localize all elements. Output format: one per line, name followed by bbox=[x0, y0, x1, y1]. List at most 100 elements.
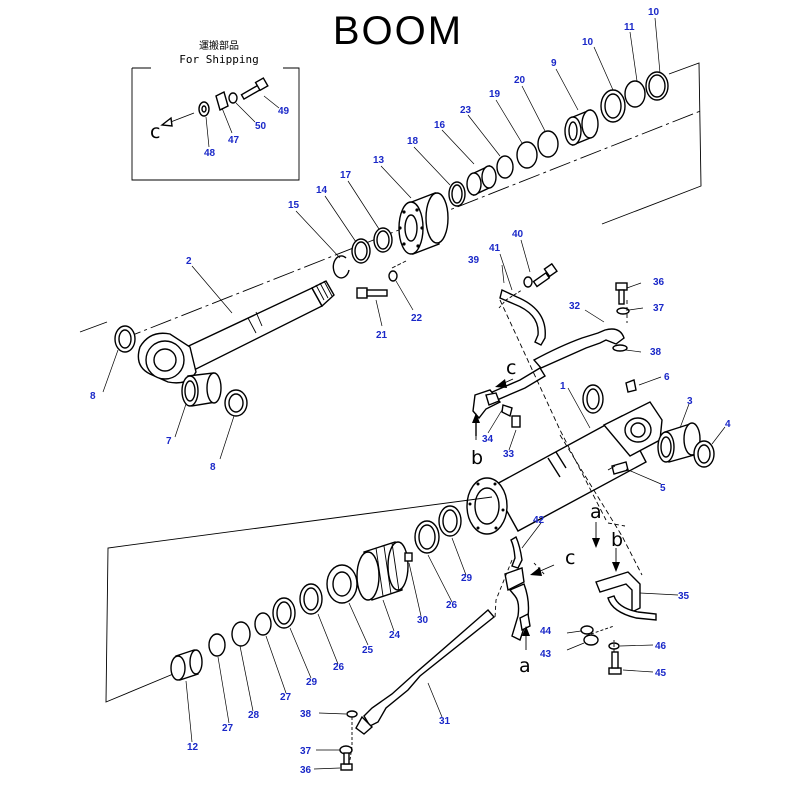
callout-7: 7 bbox=[166, 436, 172, 447]
rod-eye bbox=[137, 332, 197, 384]
washer-44 bbox=[580, 625, 594, 635]
nut-25 bbox=[326, 564, 358, 604]
ring-19 bbox=[516, 141, 538, 169]
head-bolt-21 bbox=[356, 287, 388, 299]
callout-37-lower: 37 bbox=[300, 746, 312, 757]
callout-19: 19 bbox=[489, 89, 501, 100]
ring-28 bbox=[231, 621, 251, 647]
callout-27a: 27 bbox=[280, 692, 292, 703]
inset-label-jp: 運搬部品 bbox=[199, 39, 239, 52]
callout-8b: 8 bbox=[210, 462, 216, 473]
callout-26a: 26 bbox=[446, 600, 458, 611]
callout-3: 3 bbox=[687, 396, 693, 407]
callout-36-upper: 36 bbox=[653, 277, 665, 288]
callout-38-lower: 38 bbox=[300, 709, 312, 720]
callout-38-upper: 38 bbox=[650, 347, 662, 358]
callout-24: 24 bbox=[389, 630, 401, 641]
bolt-33 bbox=[511, 415, 521, 428]
clamp-39 bbox=[499, 289, 546, 346]
ring-20 bbox=[537, 130, 559, 158]
nut-43 bbox=[583, 634, 599, 646]
callout-2: 2 bbox=[186, 256, 192, 267]
callout-11: 11 bbox=[624, 22, 635, 33]
callout-10b: 10 bbox=[582, 37, 594, 48]
lower-clamp-35 bbox=[595, 571, 657, 621]
callout-41: 41 bbox=[489, 243, 501, 254]
callout-25: 25 bbox=[362, 645, 374, 656]
inset-frame bbox=[131, 67, 300, 181]
o-ring-38-lower bbox=[346, 710, 358, 718]
inset-callout-50: 50 bbox=[255, 121, 267, 132]
bushing-9 bbox=[564, 108, 599, 147]
callout-18: 18 bbox=[407, 136, 419, 147]
callout-34: 34 bbox=[482, 434, 494, 445]
callout-1: 1 bbox=[560, 381, 566, 392]
set-screw-30 bbox=[404, 552, 413, 562]
bolt-36-upper bbox=[615, 282, 628, 305]
callout-29a: 29 bbox=[461, 573, 473, 584]
callout-26b: 26 bbox=[333, 662, 345, 673]
inset-washer bbox=[228, 92, 238, 104]
inset-ref-c: c bbox=[150, 121, 160, 143]
bolt-36-lower bbox=[340, 752, 353, 771]
callout-39: 39 bbox=[468, 255, 480, 266]
hose-32 bbox=[532, 328, 625, 369]
washer-41 bbox=[523, 276, 533, 288]
ref-letter-b-right: b bbox=[611, 529, 623, 551]
inset-bolt bbox=[240, 77, 269, 101]
callout-23: 23 bbox=[460, 105, 472, 116]
ref-letter-c-upper: c bbox=[506, 357, 516, 379]
ref-letter-a-lower: a bbox=[519, 655, 531, 677]
callout-36-lower: 36 bbox=[300, 765, 312, 776]
hose-c-arrow bbox=[488, 367, 546, 401]
callout-28: 28 bbox=[248, 710, 260, 721]
inset-callout-47: 47 bbox=[228, 135, 240, 146]
callout-35: 35 bbox=[678, 591, 690, 602]
callout-16: 16 bbox=[434, 120, 446, 131]
callout-37-upper: 37 bbox=[653, 303, 665, 314]
callout-6: 6 bbox=[664, 372, 670, 383]
inset-callout-49: 49 bbox=[278, 106, 290, 117]
callout-31: 31 bbox=[439, 716, 451, 727]
piston-rod-2 bbox=[137, 280, 335, 384]
shipping-inset: 運搬部品 For Shipping c 49 50 47 48 bbox=[131, 39, 300, 181]
upper-centerline bbox=[79, 62, 702, 333]
ref-letter-c-lower: c bbox=[565, 547, 575, 569]
callout-45: 45 bbox=[655, 668, 667, 679]
callout-9: 9 bbox=[551, 58, 557, 69]
callout-12: 12 bbox=[187, 742, 199, 753]
o-ring-38-upper bbox=[612, 344, 628, 352]
callout-4: 4 bbox=[725, 419, 731, 430]
ring-27a bbox=[254, 612, 272, 636]
bushing-16 bbox=[466, 164, 497, 197]
callout-14: 14 bbox=[316, 185, 328, 196]
callout-15: 15 bbox=[288, 200, 300, 211]
ring-23 bbox=[496, 155, 514, 179]
leader-lines bbox=[102, 17, 726, 770]
callout-13: 13 bbox=[373, 155, 385, 166]
cylinder-tube-1 bbox=[466, 401, 663, 535]
callout-42: 42 bbox=[533, 515, 545, 526]
ref-letter-b-left: b bbox=[471, 447, 483, 469]
inset-callout-48: 48 bbox=[204, 148, 216, 159]
grease-fitting-6 bbox=[625, 379, 637, 393]
snap-ring-15 bbox=[332, 255, 350, 279]
callout-21: 21 bbox=[376, 330, 388, 341]
callout-46: 46 bbox=[655, 641, 667, 652]
cushion-12 bbox=[170, 649, 203, 681]
washer-22 bbox=[388, 270, 398, 282]
piston-parts bbox=[170, 505, 462, 681]
callout-33: 33 bbox=[503, 449, 515, 460]
callout-44: 44 bbox=[540, 626, 552, 637]
callout-17: 17 bbox=[340, 170, 352, 181]
callout-8a: 8 bbox=[90, 391, 96, 402]
reference-letters: c b a b c a bbox=[471, 357, 623, 677]
hose-31 bbox=[355, 535, 531, 735]
callout-22: 22 bbox=[411, 313, 423, 324]
snap-ring-11 bbox=[624, 80, 646, 108]
callout-27b: 27 bbox=[222, 723, 234, 734]
inset-arrow-c bbox=[167, 112, 195, 124]
washer-37-upper bbox=[616, 307, 630, 315]
inset-label-en: For Shipping bbox=[179, 53, 258, 66]
